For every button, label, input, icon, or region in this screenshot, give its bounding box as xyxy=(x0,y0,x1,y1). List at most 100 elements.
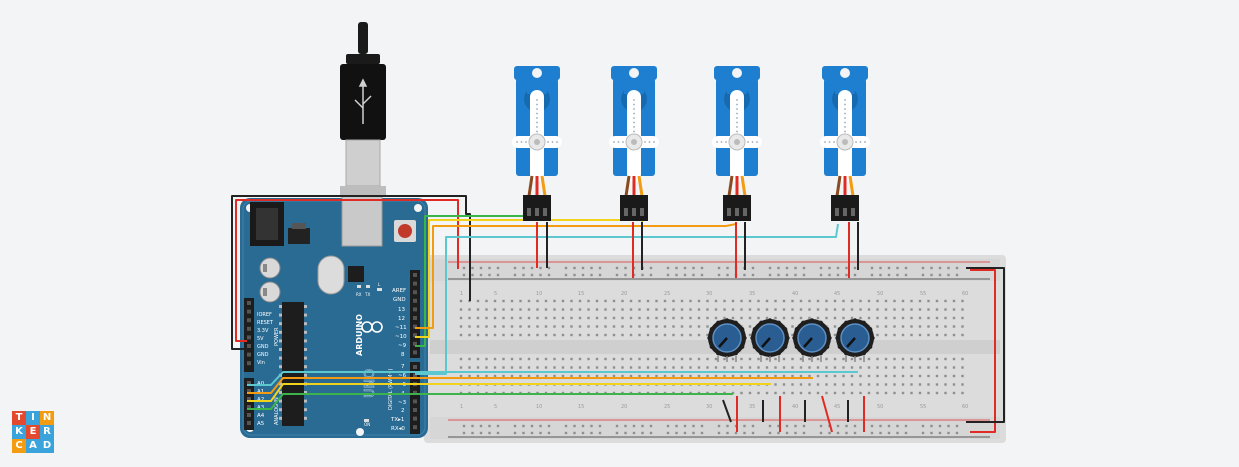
rail-hole[interactable] xyxy=(879,266,882,270)
breadboard-hole[interactable] xyxy=(723,299,726,303)
breadboard-hole[interactable] xyxy=(927,316,930,320)
breadboard-hole[interactable] xyxy=(612,357,616,361)
breadboard-hole[interactable] xyxy=(672,357,675,361)
breadboard-hole[interactable] xyxy=(663,316,667,320)
rail-hole[interactable] xyxy=(564,266,568,270)
breadboard-hole[interactable] xyxy=(842,383,845,386)
rail-hole[interactable] xyxy=(615,431,619,435)
rail-hole[interactable] xyxy=(836,266,840,270)
rail-hole[interactable] xyxy=(819,266,823,270)
rail-hole[interactable] xyxy=(947,431,950,435)
breadboard-hole[interactable] xyxy=(672,333,675,337)
breadboard-hole[interactable] xyxy=(876,366,879,369)
breadboard-hole[interactable] xyxy=(502,299,505,303)
rail-hole[interactable] xyxy=(845,273,848,277)
breadboard-hole[interactable] xyxy=(706,325,709,328)
breadboard-hole[interactable] xyxy=(876,391,879,395)
breadboard-hole[interactable] xyxy=(604,357,607,361)
servo-motor[interactable] xyxy=(609,66,659,221)
rail-hole[interactable] xyxy=(649,266,653,270)
breadboard-hole[interactable] xyxy=(544,366,548,369)
rail-hole[interactable] xyxy=(539,431,542,435)
rail-hole[interactable] xyxy=(785,266,789,270)
breadboard-hole[interactable] xyxy=(952,366,956,369)
breadboard-hole[interactable] xyxy=(706,357,709,361)
breadboard-hole[interactable] xyxy=(587,316,590,320)
breadboard-hole[interactable] xyxy=(833,383,837,386)
breadboard-hole[interactable] xyxy=(459,333,463,337)
rail-hole[interactable] xyxy=(581,424,585,428)
breadboard-hole[interactable] xyxy=(485,374,488,378)
breadboard-hole[interactable] xyxy=(646,325,650,328)
breadboard-hole[interactable] xyxy=(850,366,854,369)
breadboard-hole[interactable] xyxy=(680,299,684,303)
breadboard-hole[interactable] xyxy=(468,333,471,337)
breadboard-hole[interactable] xyxy=(646,316,650,320)
breadboard-hole[interactable] xyxy=(527,366,531,369)
breadboard-hole[interactable] xyxy=(485,299,488,303)
breadboard-hole[interactable] xyxy=(952,374,956,378)
rail-hole[interactable] xyxy=(896,431,899,435)
rail-hole[interactable] xyxy=(471,424,474,428)
rail-hole[interactable] xyxy=(947,266,950,270)
breadboard-hole[interactable] xyxy=(918,366,922,369)
breadboard-hole[interactable] xyxy=(774,357,777,361)
breadboard-hole[interactable] xyxy=(714,299,718,303)
breadboard-hole[interactable] xyxy=(876,316,879,320)
breadboard-hole[interactable] xyxy=(561,366,565,369)
breadboard-hole[interactable] xyxy=(621,325,624,328)
rail-hole[interactable] xyxy=(581,266,585,270)
breadboard-hole[interactable] xyxy=(502,308,505,311)
rail-hole[interactable] xyxy=(930,431,933,435)
breadboard-hole[interactable] xyxy=(740,391,743,395)
breadboard-hole[interactable] xyxy=(731,316,735,320)
breadboard-hole[interactable] xyxy=(952,333,956,337)
breadboard-hole[interactable] xyxy=(646,308,650,311)
breadboard-hole[interactable] xyxy=(689,299,692,303)
breadboard-hole[interactable] xyxy=(901,366,905,369)
breadboard-hole[interactable] xyxy=(527,308,531,311)
breadboard-hole[interactable] xyxy=(493,316,497,320)
breadboard-hole[interactable] xyxy=(485,316,488,320)
breadboard-hole[interactable] xyxy=(502,357,505,361)
breadboard-hole[interactable] xyxy=(570,308,573,311)
breadboard-hole[interactable] xyxy=(918,325,922,328)
rail-hole[interactable] xyxy=(471,431,474,435)
breadboard-hole[interactable] xyxy=(536,308,539,311)
breadboard-hole[interactable] xyxy=(536,374,539,378)
breadboard-hole[interactable] xyxy=(680,333,684,337)
breadboard-hole[interactable] xyxy=(808,374,811,378)
breadboard-hole[interactable] xyxy=(714,308,718,311)
breadboard-hole[interactable] xyxy=(731,366,735,369)
rail-hole[interactable] xyxy=(590,431,593,435)
rail-hole[interactable] xyxy=(921,266,925,270)
rail-hole[interactable] xyxy=(726,431,729,435)
breadboard-hole[interactable] xyxy=(901,374,905,378)
breadboard-hole[interactable] xyxy=(689,333,692,337)
breadboard-hole[interactable] xyxy=(459,366,463,369)
breadboard-hole[interactable] xyxy=(570,325,573,328)
breadboard-hole[interactable] xyxy=(663,299,667,303)
breadboard-hole[interactable] xyxy=(935,333,939,337)
breadboard-hole[interactable] xyxy=(782,366,786,369)
breadboard-hole[interactable] xyxy=(791,366,794,369)
breadboard-hole[interactable] xyxy=(944,333,947,337)
breadboard-hole[interactable] xyxy=(561,357,565,361)
breadboard-hole[interactable] xyxy=(570,374,573,378)
breadboard-hole[interactable] xyxy=(519,308,522,311)
breadboard-hole[interactable] xyxy=(493,333,497,337)
breadboard-hole[interactable] xyxy=(816,391,820,395)
breadboard-hole[interactable] xyxy=(782,316,786,320)
breadboard-hole[interactable] xyxy=(629,374,633,378)
breadboard-hole[interactable] xyxy=(536,316,539,320)
analog-header[interactable] xyxy=(244,378,254,430)
rail-hole[interactable] xyxy=(496,424,500,428)
breadboard-hole[interactable] xyxy=(944,308,947,311)
breadboard-hole[interactable] xyxy=(850,391,854,395)
breadboard-hole[interactable] xyxy=(510,325,514,328)
rail-hole[interactable] xyxy=(573,273,576,277)
breadboard-hole[interactable] xyxy=(833,357,837,361)
breadboard-hole[interactable] xyxy=(578,366,582,369)
breadboard-hole[interactable] xyxy=(587,374,590,378)
breadboard-hole[interactable] xyxy=(944,374,947,378)
